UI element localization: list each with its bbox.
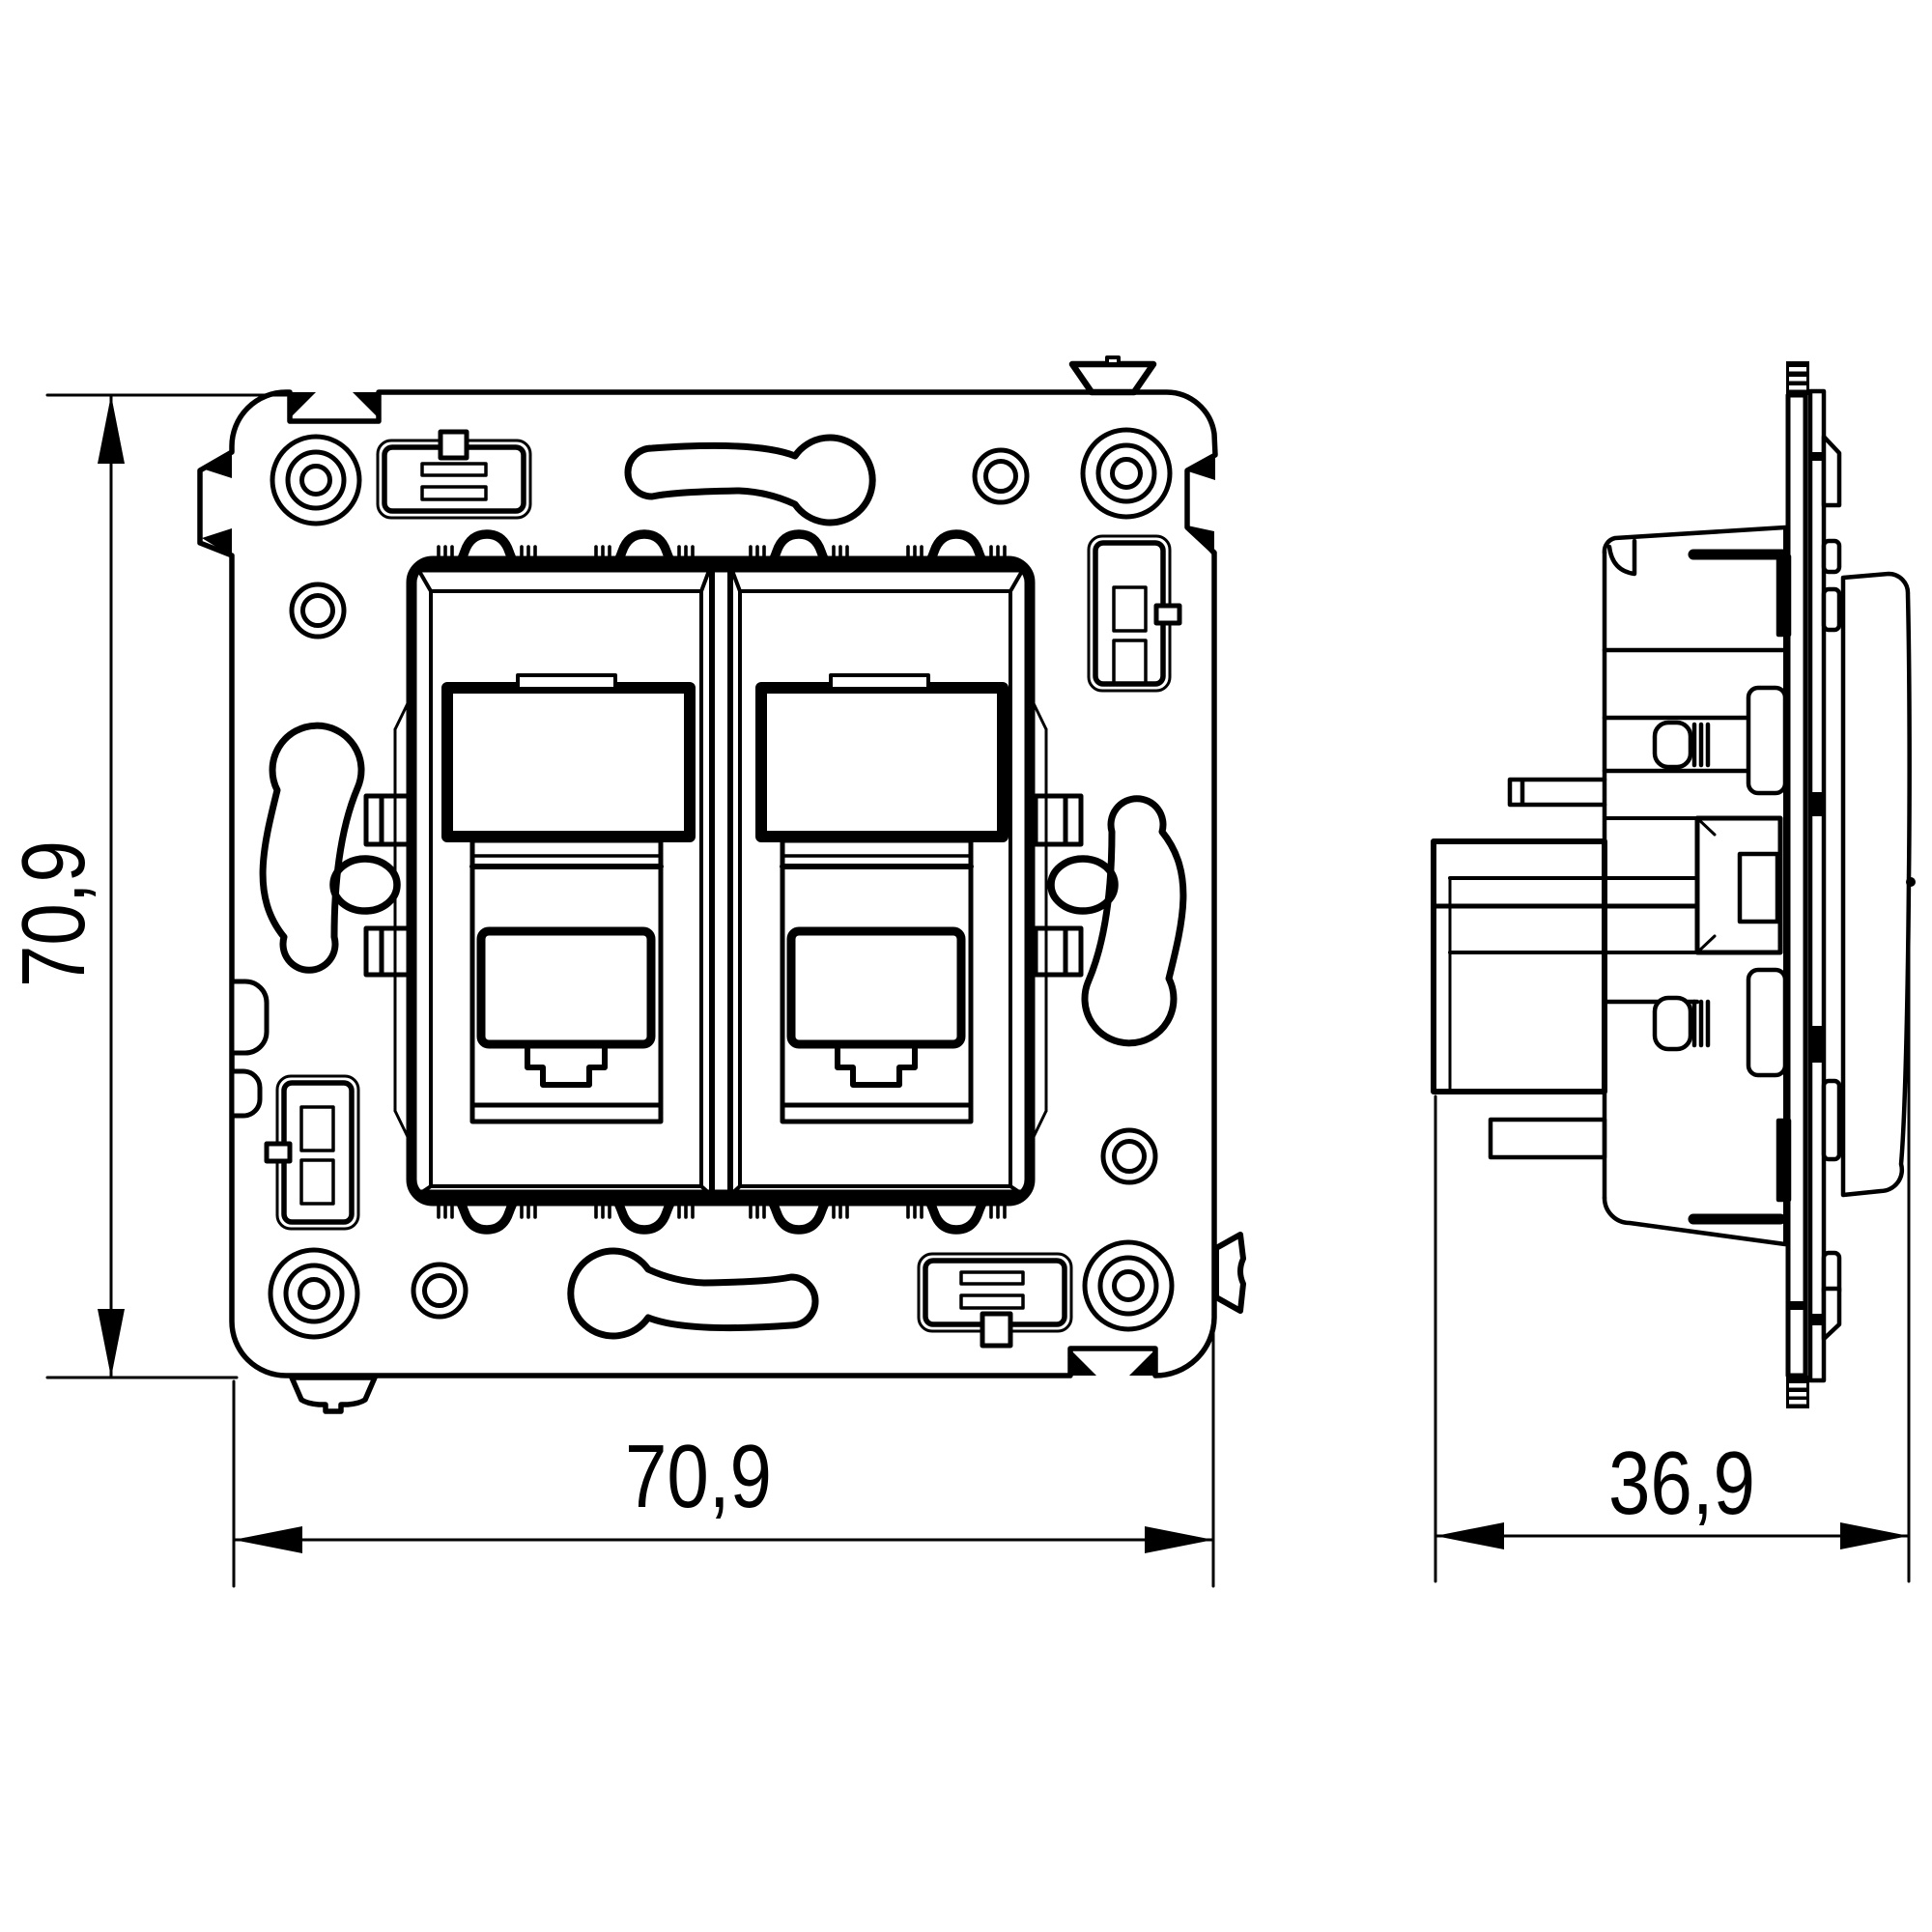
svg-text:36,9: 36,9 (1608, 1433, 1755, 1533)
svg-text:70,9: 70,9 (3, 840, 103, 987)
svg-text:70,9: 70,9 (625, 1426, 772, 1526)
